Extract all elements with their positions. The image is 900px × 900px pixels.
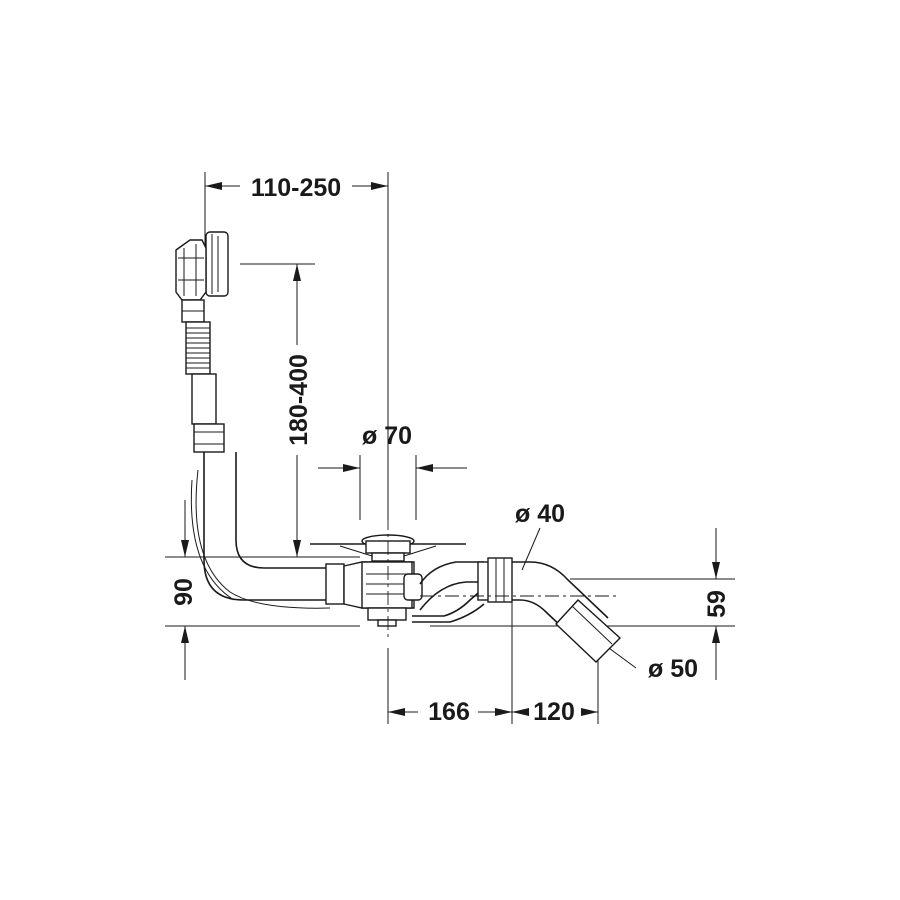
- dimension-arrows: [181, 182, 720, 716]
- dimension-pipe-diameter-50: ø 50: [648, 655, 698, 683]
- overflow-corrugated-tube: [185, 321, 225, 453]
- overflow-head: [175, 231, 229, 323]
- extension-lines: [165, 172, 735, 724]
- dimension-height-90: 90: [170, 578, 198, 606]
- trap-outlet-pipe: [412, 557, 622, 663]
- dimension-pipe-diameter-40: ø 40: [515, 500, 565, 528]
- dimension-overflow-horizontal: 110-250: [251, 174, 341, 202]
- drain-body: [310, 516, 466, 640]
- dimension-height-59: 59: [703, 590, 731, 618]
- dimension-overflow-height: 180-400: [285, 354, 313, 446]
- dimension-length-120: 120: [533, 698, 575, 726]
- dimension-length-166: 166: [428, 698, 470, 726]
- dimension-drain-diameter: ø 70: [362, 422, 412, 450]
- overflow-elbow-pipe: [190, 452, 345, 609]
